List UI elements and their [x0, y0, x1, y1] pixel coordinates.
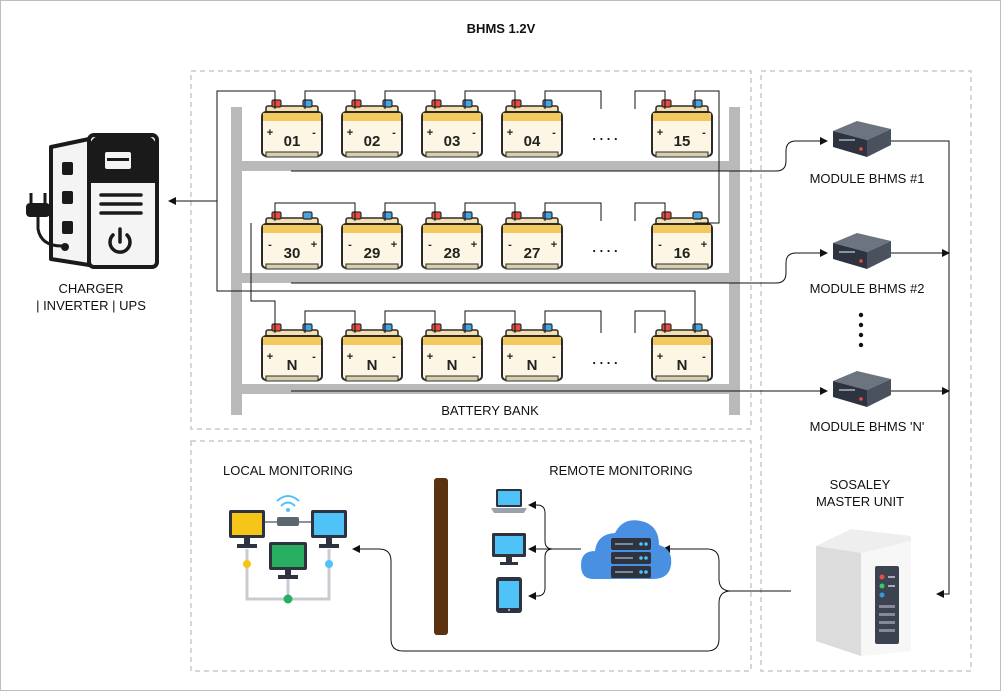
battery-right-sign: + — [701, 239, 707, 251]
battery-number: 16 — [674, 245, 691, 262]
battery-left-sign: - — [268, 239, 272, 251]
battery-ellipsis: . . . . — [592, 240, 617, 255]
bhms-module-icon — [833, 371, 891, 407]
battery-left-sign: - — [428, 239, 432, 251]
battery-right-sign: - — [552, 351, 556, 363]
battery-cell: N + - — [651, 323, 713, 382]
charger-label-line1: CHARGER — [58, 281, 123, 296]
battery-left-sign: + — [657, 351, 663, 363]
battery-cell: N + - — [421, 323, 483, 382]
battery-ellipsis: . . . . — [592, 352, 617, 367]
battery-right-sign: - — [472, 351, 476, 363]
module-label-n: MODULE BHMS 'N' — [810, 419, 925, 434]
battery-number: 03 — [444, 133, 461, 150]
module-label-2: MODULE BHMS #2 — [810, 281, 925, 296]
battery-cell: N + - — [501, 323, 563, 382]
local-network-icon — [229, 495, 347, 604]
tablet-icon — [496, 577, 522, 613]
battery-bank-label: BATTERY BANK — [441, 403, 539, 418]
battery-number: N — [287, 357, 298, 374]
battery-cell: 30- + — [261, 211, 323, 270]
battery-left-sign: + — [347, 351, 353, 363]
battery-left-sign: + — [507, 351, 513, 363]
laptop-icon — [491, 489, 527, 513]
monitoring-panel — [190, 440, 752, 672]
battery-left-sign: + — [657, 127, 663, 139]
battery-right-sign: - — [702, 351, 706, 363]
battery-number: 15 — [674, 133, 691, 150]
battery-number: N — [367, 357, 378, 374]
remote-links — [528, 501, 581, 600]
battery-number: N — [527, 357, 538, 374]
battery-ellipsis: . . . . — [592, 128, 617, 143]
remote-monitoring-label: REMOTE MONITORING — [549, 463, 692, 478]
module-group — [833, 121, 891, 407]
battery-cell: 27- + — [501, 211, 563, 270]
battery-group: 01+-02+-03+-04+-15+-. . . .30-+29-+28-+2… — [261, 99, 713, 382]
battery-cell: 16- + — [651, 211, 713, 270]
battery-wiring — [168, 90, 720, 333]
battery-cell: 29- + — [341, 211, 403, 270]
battery-number: 28 — [444, 245, 461, 262]
battery-left-sign: + — [267, 351, 273, 363]
battery-right-sign: + — [391, 239, 397, 251]
bhms-module-icon — [833, 233, 891, 269]
battery-number: 27 — [524, 245, 541, 262]
battery-right-sign: - — [392, 351, 396, 363]
master-label-line2: MASTER UNIT — [816, 494, 904, 509]
battery-left-sign: - — [658, 239, 662, 251]
master-label-line1: SOSALEY — [830, 477, 891, 492]
battery-right-sign: - — [312, 351, 316, 363]
battery-cell: 04 + - — [501, 99, 563, 158]
charger-label-line2: | INVERTER | UPS — [36, 298, 146, 313]
battery-bank-panel — [190, 70, 752, 430]
battery-cell: 15 + - — [651, 99, 713, 158]
cloud-server-icon — [581, 520, 672, 579]
battery-number: 02 — [364, 133, 381, 150]
charger-inverter-ups-icon — [26, 133, 159, 269]
battery-left-sign: - — [508, 239, 512, 251]
master-unit-icon — [816, 529, 911, 656]
battery-cell: 03 + - — [421, 99, 483, 158]
battery-cell: N + - — [341, 323, 403, 382]
battery-number: 01 — [284, 133, 301, 150]
battery-cell: N + - — [261, 323, 323, 382]
sense-lines — [291, 137, 950, 598]
battery-right-sign: - — [392, 127, 396, 139]
battery-left-sign: + — [507, 127, 513, 139]
battery-right-sign: - — [702, 127, 706, 139]
battery-left-sign: + — [427, 351, 433, 363]
battery-left-sign: + — [427, 127, 433, 139]
battery-left-sign: - — [348, 239, 352, 251]
battery-number: 30 — [284, 245, 301, 262]
battery-number: 04 — [524, 133, 541, 150]
diagram-title: BHMS 1.2V — [467, 21, 536, 36]
battery-cell: 28- + — [421, 211, 483, 270]
vertical-ellipsis — [858, 312, 864, 348]
battery-cell: 01 + - — [261, 99, 323, 158]
module-label-1: MODULE BHMS #1 — [810, 171, 925, 186]
divider-pole — [434, 478, 448, 635]
battery-left-sign: + — [267, 127, 273, 139]
battery-right-sign: + — [311, 239, 317, 251]
battery-right-sign: + — [471, 239, 477, 251]
local-monitoring-label: LOCAL MONITORING — [223, 463, 353, 478]
master-links — [352, 545, 791, 652]
desktop-monitor-icon — [492, 533, 526, 565]
battery-number: N — [447, 357, 458, 374]
battery-rack — [231, 107, 740, 415]
battery-left-sign: + — [347, 127, 353, 139]
bhms-module-icon — [833, 121, 891, 157]
battery-right-sign: - — [552, 127, 556, 139]
battery-cell: 02 + - — [341, 99, 403, 158]
battery-number: 29 — [364, 245, 381, 262]
battery-right-sign: - — [472, 127, 476, 139]
battery-number: N — [677, 357, 688, 374]
battery-right-sign: + — [551, 239, 557, 251]
battery-right-sign: - — [312, 127, 316, 139]
